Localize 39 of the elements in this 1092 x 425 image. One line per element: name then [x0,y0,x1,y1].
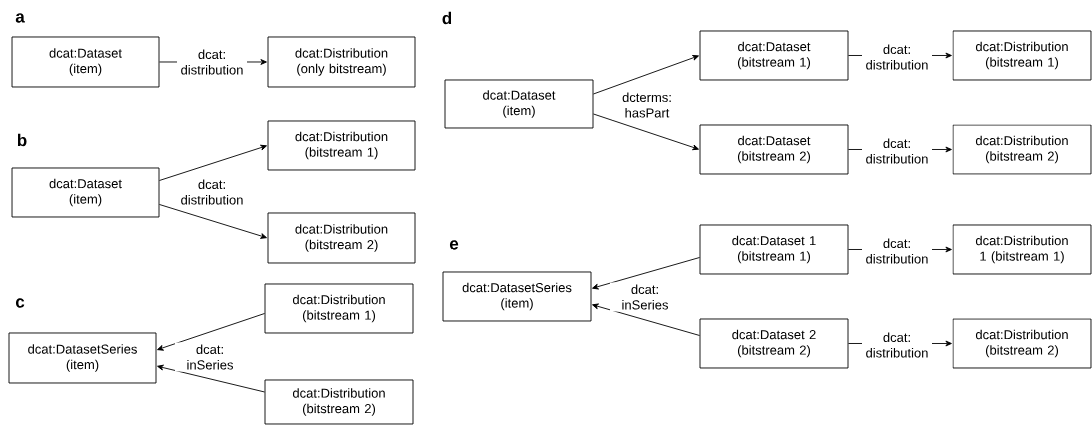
concept-box: dcat:DatasetSeries (item) [8,332,157,384]
concept-box: dcat:DatasetSeries (item) [442,271,592,322]
panel-letter: b [17,133,27,147]
edge-label: dcterms: hasPart [612,90,682,120]
panel-letter: c [15,298,25,308]
concept-box: dcat:Dataset (item) [11,167,160,218]
arrow [593,55,699,95]
concept-box: dcat:Dataset (item) [444,79,594,129]
concept-box: dcat:Distribution 1 (bitstream 1) [952,224,1092,275]
concept-box: dcat:Distribution (bitstream 2) [952,124,1092,175]
concept-box: dcat:Distribution (bitstream 1) [264,283,414,334]
concept-box: dcat:Dataset 2 (bitstream 2) [699,318,849,369]
arrow [592,303,700,336]
concept-box: dcat:Distribution (bitstream 2) [264,379,414,425]
panel-letter: e [449,240,459,250]
arrow [592,257,700,290]
concept-box: dcat:Dataset (bitstream 2) [699,124,849,175]
edge-label: dcat: distribution [177,47,247,77]
arrow [157,313,265,351]
arrow [159,204,267,239]
panel-letter: d [442,11,452,25]
edge-label: dcat: distribution [862,236,932,266]
concept-box: dcat:Dataset (bitstream 1) [699,30,849,81]
arrow [593,113,699,151]
edge-label: dcat: distribution [862,330,932,360]
concept-box: dcat:Dataset 1 (bitstream 1) [699,224,849,275]
concept-box: dcat:Dataset (item) [11,36,160,88]
edge-label: dcat: distribution [862,136,932,166]
edge-label: dcat: distribution [862,42,932,72]
concept-box: dcat:Distribution (only bitstream) [267,36,416,88]
edge-label: dcat: inSeries [175,342,245,372]
concept-box: dcat:Distribution (bitstream 1) [952,30,1092,81]
concept-box: dcat:Distribution (bitstream 2) [267,212,416,264]
edge-label: dcat: inSeries [610,282,680,312]
concept-box: dcat:Distribution (bitstream 2) [952,318,1092,369]
concept-box: dcat:Distribution (bitstream 1) [267,120,416,171]
edge-label: dcat: distribution [177,177,247,207]
arrow [159,144,267,181]
arrow [157,364,265,393]
